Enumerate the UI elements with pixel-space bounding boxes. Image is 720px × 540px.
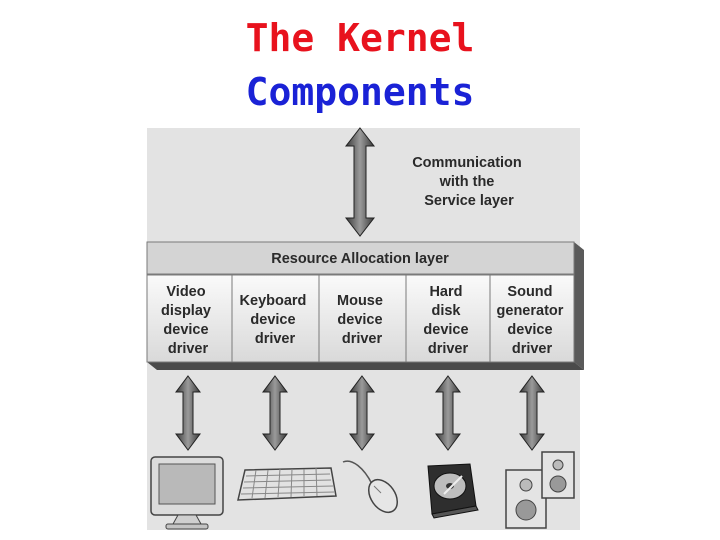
driver-label-line: device [423,322,468,338]
title-line-1: The Kernel [245,16,475,60]
resource-allocation-block: Resource Allocation layer Video display … [146,241,584,370]
driver-row [146,274,575,363]
driver-cell-video [146,274,233,363]
hard-disk-icon [427,463,479,519]
service-layer-arrow [344,127,376,237]
driver-label-line: display [161,303,211,319]
mouse-icon [342,460,399,514]
device-arrow [519,375,545,451]
device-arrow [262,375,288,451]
driver-label-video: Video display device driver [161,284,215,357]
driver-label-mouse: Mouse device driver [337,293,387,347]
keyboard-icon [237,467,337,501]
driver-cell-keyboard [231,274,320,363]
driver-label-line: Sound [507,284,552,300]
device-arrow [175,375,201,451]
driver-label-line: device [337,312,382,328]
speakers-icon [505,451,575,529]
block-bottom [147,362,584,370]
communication-label-line: Communication [412,155,522,171]
communication-label-line: Service layer [424,193,514,209]
communication-label: Communication with the Service layer [412,155,526,209]
resource-layer-band [146,241,575,275]
driver-label-keyboard: Keyboard device driver [240,293,311,347]
title-line-2: Components [245,70,475,114]
driver-label-line: Hard [429,284,462,300]
driver-cell-sound [489,274,575,363]
resource-layer-label: Resource Allocation layer [271,251,449,267]
driver-label-line: driver [168,341,209,357]
driver-label-line: driver [342,331,383,347]
device-arrows [175,375,545,451]
block-side [574,242,584,370]
driver-label-line: device [163,322,208,338]
driver-label-line: driver [428,341,469,357]
driver-label-line: Mouse [337,293,383,309]
driver-label-sound: Sound generator device driver [497,284,568,357]
driver-cell-hard-disk [405,274,491,363]
device-arrow [349,375,375,451]
driver-cell-mouse [318,274,407,363]
driver-label-line: driver [512,341,553,357]
driver-label-line: disk [431,303,461,319]
driver-label-line: device [250,312,295,328]
driver-label-line: generator [497,303,564,319]
communication-label-line: with the [439,174,495,190]
monitor-icon [150,456,224,530]
driver-label-line: Keyboard [240,293,307,309]
driver-label-line: device [507,322,552,338]
driver-label-line: driver [255,331,296,347]
driver-label-hard-disk: Hard disk device driver [423,284,472,357]
driver-label-line: Video [166,284,205,300]
device-arrow [435,375,461,451]
